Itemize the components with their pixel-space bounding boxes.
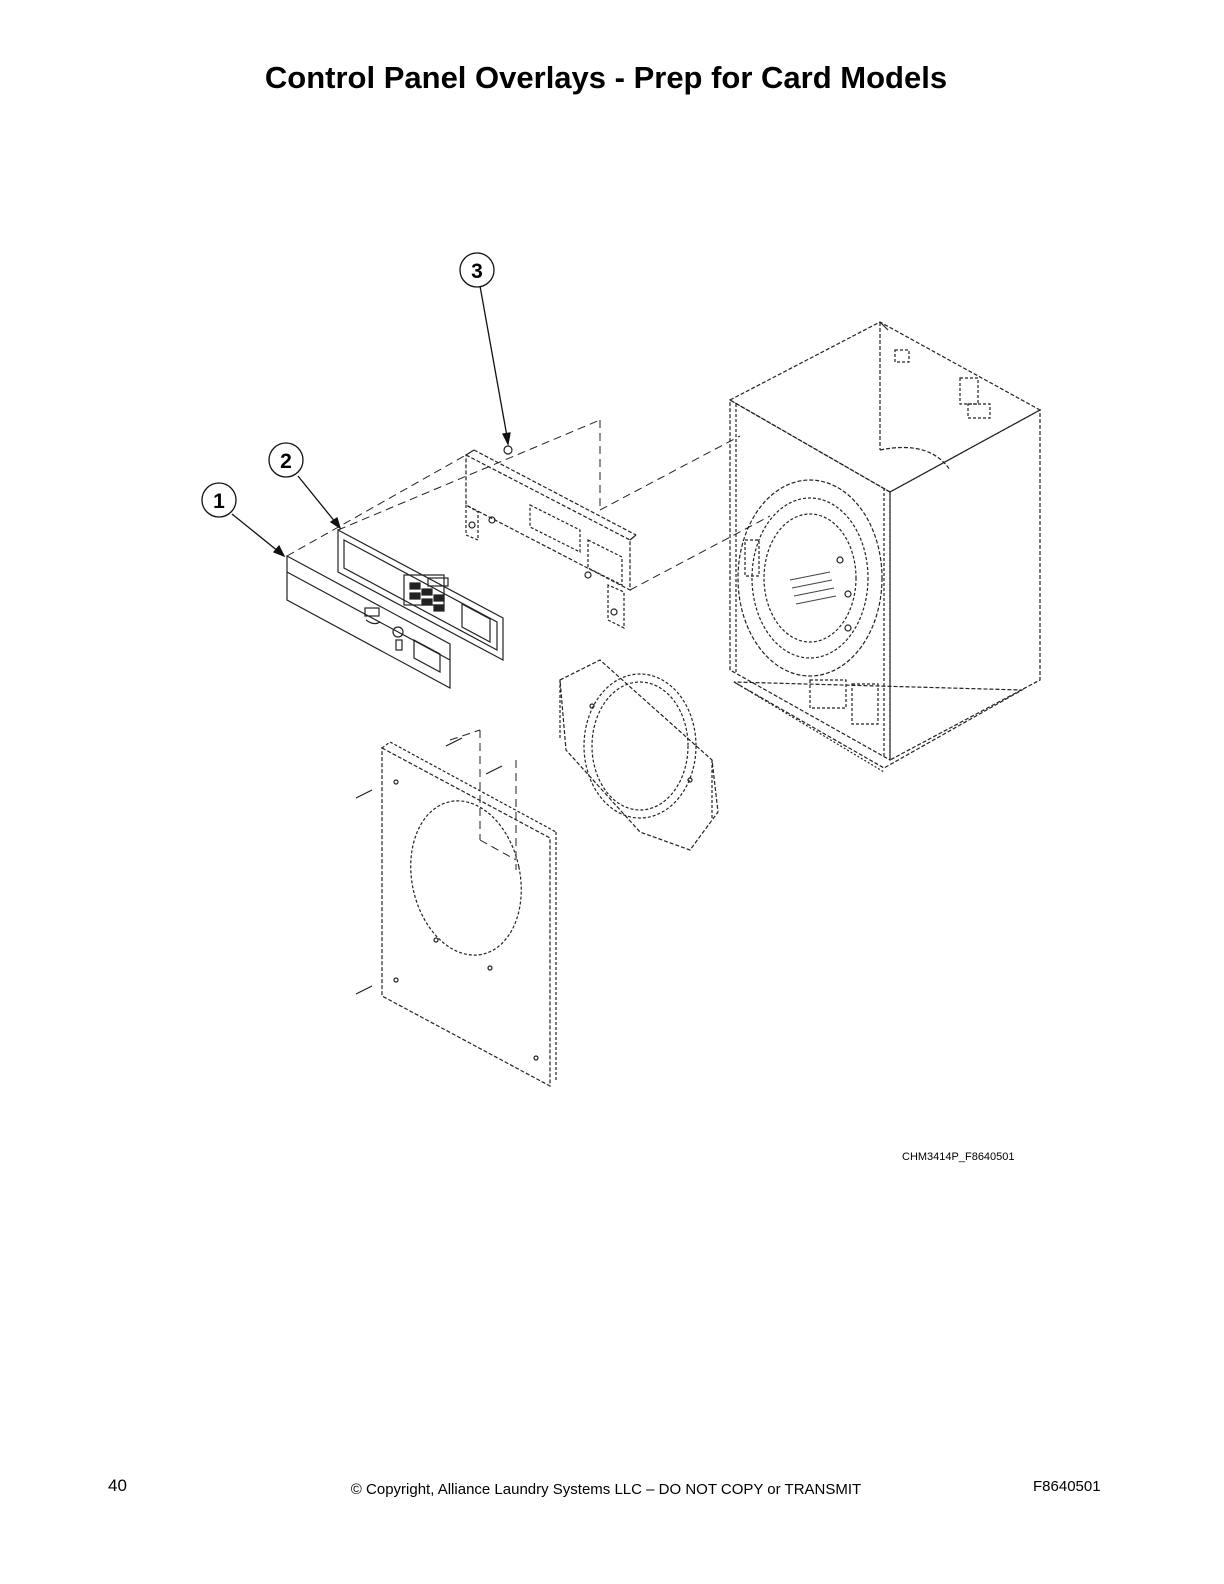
overlay-panel-2: [337, 529, 504, 661]
page-number: 40: [108, 1476, 127, 1495]
door-ring: [559, 659, 719, 851]
document-id: F8640501: [1033, 1478, 1101, 1495]
callout-1-label: 1: [213, 490, 225, 513]
copyright-notice: © Copyright, Alliance Laundry Systems LL…: [350, 1481, 862, 1498]
dryer-cabinet: [728, 321, 1042, 773]
callout-3-label: 3: [471, 260, 483, 283]
callout-1: 1: [201, 482, 237, 518]
callout-2-label: 2: [280, 450, 292, 473]
callout-3: 3: [459, 252, 495, 288]
callout-2: 2: [268, 442, 304, 478]
callout-leaders: [231, 285, 511, 558]
overlay-panel-1: [286, 554, 451, 690]
figure-code: CHM3414P_F8640501: [902, 1151, 1015, 1163]
assembly-lines: [286, 419, 771, 870]
page-title: Control Panel Overlays - Prep for Card M…: [264, 60, 948, 95]
control-panel-housing: [465, 445, 637, 629]
front-panel: [355, 737, 557, 1088]
